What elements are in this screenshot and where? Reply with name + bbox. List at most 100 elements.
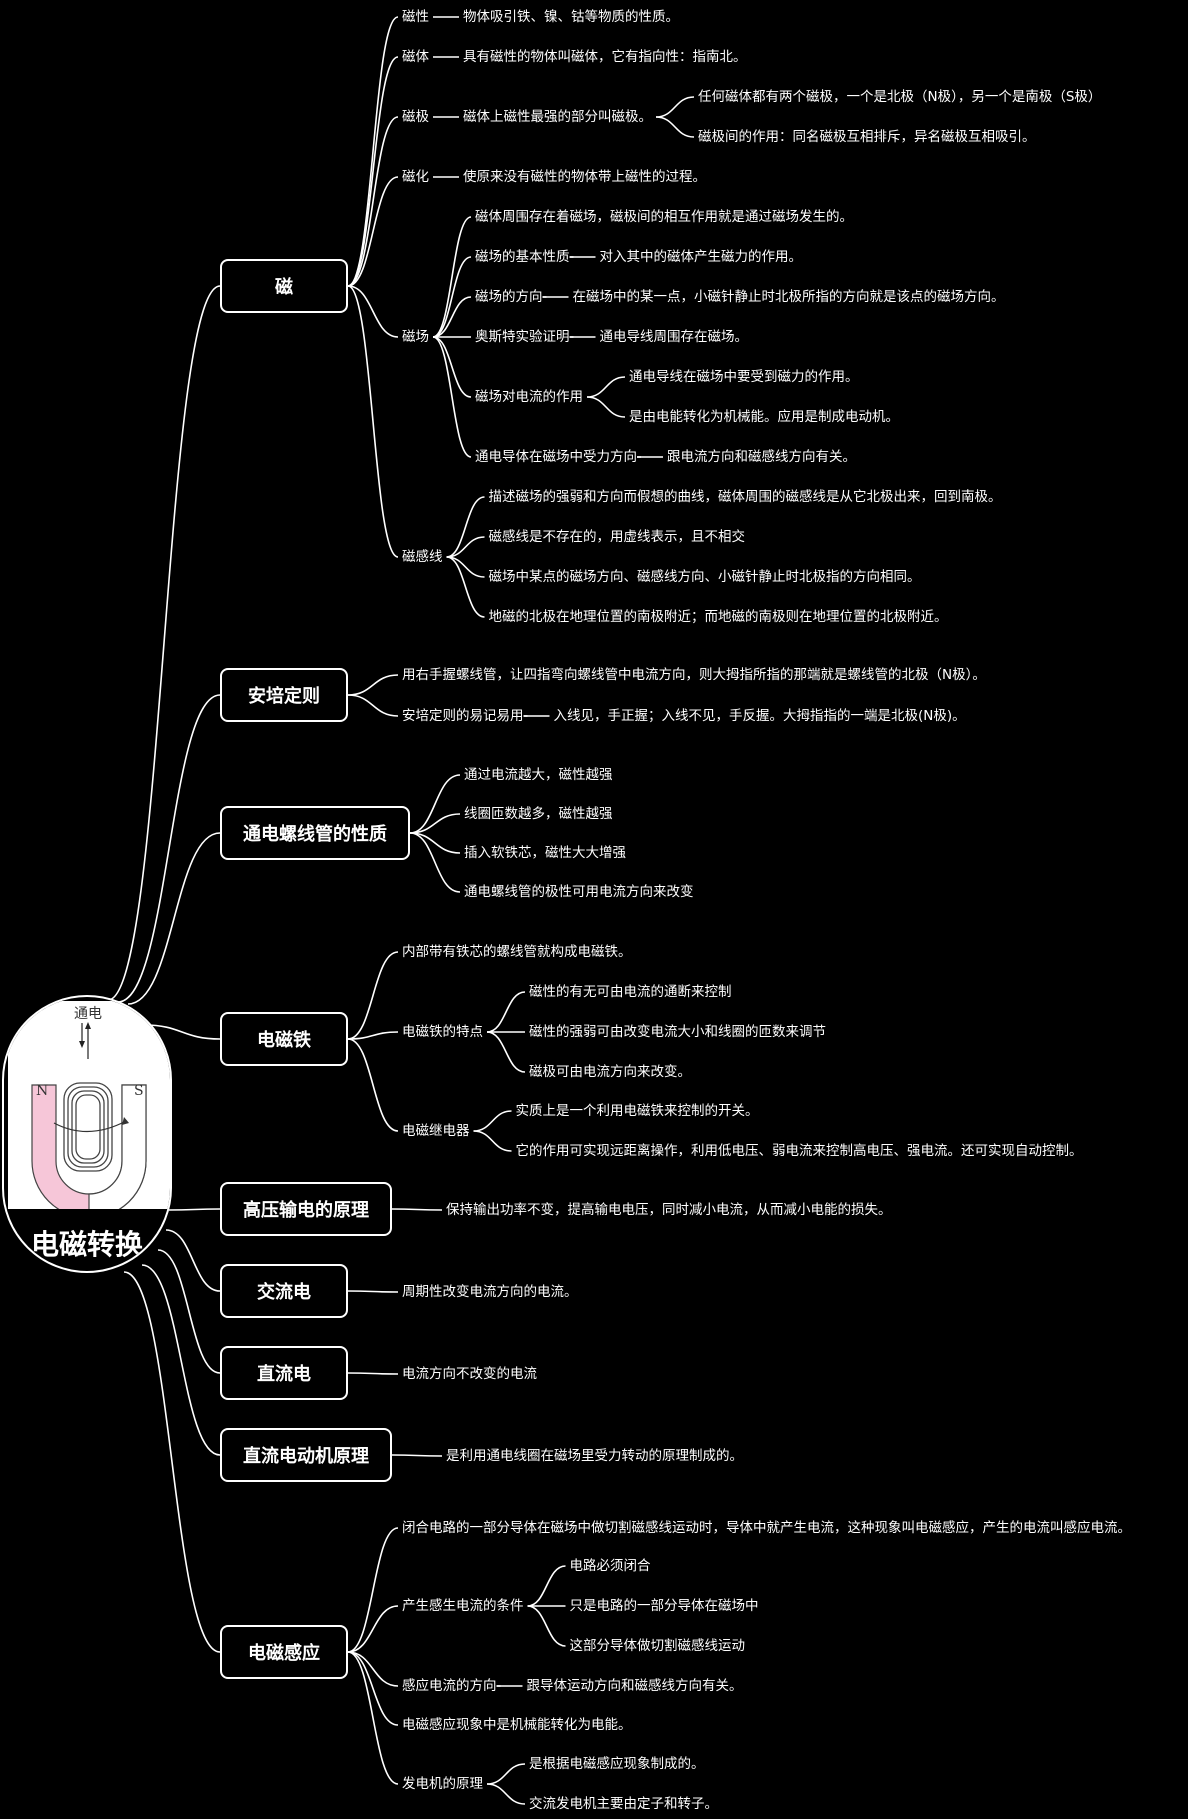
topic-node[interactable]: 交流电 [220, 1264, 348, 1318]
node-label[interactable]: 安培定则的易记易用 [402, 708, 524, 724]
node-label[interactable]: 磁极 [402, 109, 429, 125]
topic-node[interactable]: 直流电动机原理 [220, 1428, 392, 1482]
connector-line [473, 1130, 512, 1152]
connector-line [432, 336, 472, 398]
electromagnet-picture: 通电 N S [8, 1001, 170, 1219]
node-label[interactable]: 磁性 [402, 9, 429, 25]
topic-node[interactable]: 电磁铁 [220, 1012, 348, 1066]
node-label[interactable]: 跟导体运动方向和磁感线方向有关。 [526, 1678, 743, 1694]
connector-line [473, 1110, 512, 1132]
node-label[interactable]: 电流方向不改变的电流 [402, 1366, 537, 1382]
node-label[interactable]: 电磁感应现象中是机械能转化为电能。 [402, 1717, 632, 1733]
node-label[interactable]: 磁感线 [402, 549, 443, 565]
node-label[interactable]: 闭合电路的一部分导体在磁场中做切割磁感线运动时，导体中就产生电流，这种现象叫电磁… [402, 1520, 1131, 1536]
node-label[interactable]: 周期性改变电流方向的电流。 [402, 1284, 578, 1300]
node-label[interactable]: 实质上是一个利用电磁铁来控制的开关。 [515, 1103, 759, 1119]
node-label[interactable]: 描述磁场的强弱和方向而假想的曲线，磁体周围的磁感线是从它北极出来，回到南极。 [488, 489, 1002, 505]
connector-line [446, 536, 485, 558]
electromagnet-illustration: 通电 N S [31, 1006, 147, 1219]
node-label[interactable]: 是由电能转化为机械能。应用是制成电动机。 [628, 409, 899, 425]
node-label[interactable]: 插入软铁芯，磁性大大增强 [464, 845, 626, 861]
topic-connector [165, 1229, 221, 1292]
node-label[interactable]: 磁场 [402, 329, 429, 345]
node-label[interactable]: 任何磁体都有两个磁极，一个是北极（N极），另一个是南极（S极） [697, 89, 1102, 105]
topic-node[interactable]: 通电螺线管的性质 [220, 806, 410, 860]
topic-node[interactable]: 电磁感应 [220, 1625, 348, 1679]
node-label[interactable]: 通电导体在磁场中受力方向 [474, 449, 637, 465]
node-label[interactable]: 磁体 [402, 49, 429, 65]
connector-line [486, 1031, 526, 1073]
connector-line [347, 285, 399, 558]
node-label[interactable]: 内部带有铁芯的螺线管就构成电磁铁。 [402, 944, 632, 960]
node-label[interactable]: 磁体周围存在着磁场，磁极间的相互作用就是通过磁场发生的。 [474, 209, 853, 225]
topic-connector [157, 1249, 221, 1374]
connector-line [347, 1651, 399, 1687]
node-label[interactable]: 保持输出功率不变，提高输电电压，同时减小电流，从而减小电能的损失。 [446, 1202, 892, 1218]
node-label[interactable]: 通过电流越大，磁性越强 [464, 767, 613, 783]
node-label[interactable]: 通电导线周围存在磁场。 [599, 329, 748, 345]
connector-line [486, 1783, 526, 1805]
connector-line [347, 285, 399, 338]
node-label[interactable]: 只是电路的一部分导体在磁场中 [569, 1598, 759, 1614]
node-label[interactable]: 具有磁性的物体叫磁体，它有指向性：指南北。 [462, 49, 747, 65]
node-label[interactable]: 电磁继电器 [402, 1123, 470, 1139]
node-label[interactable]: 对入其中的磁体产生磁力的作用。 [599, 249, 802, 265]
connector-line [486, 991, 526, 1033]
node-label[interactable]: 磁化 [402, 169, 429, 185]
node-label[interactable]: 跟电流方向和磁感线方向有关。 [666, 449, 856, 465]
node-label[interactable]: 它的作用可实现远距离操作，利用低电压、弱电流来控制高电压、强电流。还可实现自动控… [515, 1143, 1083, 1159]
node-label[interactable]: 用右手握螺线管，让四指弯向螺线管中电流方向，则大拇指所指的那端就是螺线管的北极（… [402, 667, 986, 683]
node-label[interactable]: 通电导线在磁场中要受到磁力的作用。 [628, 369, 859, 385]
node-label[interactable]: 磁场对电流的作用 [474, 389, 583, 405]
node-label[interactable]: 产生感生电流的条件 [402, 1598, 524, 1614]
node-label[interactable]: 磁场中某点的磁场方向、磁感线方向、小磁针静止时北极指的方向相同。 [488, 569, 921, 585]
node-label[interactable]: 磁极间的作用：同名磁极互相排斥，异名磁极互相吸引。 [697, 129, 1036, 145]
topic-node[interactable]: 安培定则 [220, 668, 348, 722]
connector-line [347, 951, 399, 1040]
node-label[interactable]: 磁场的方向 [474, 289, 543, 305]
connector-line [432, 256, 472, 338]
connector-line [347, 1651, 399, 1785]
connector-line [347, 1651, 399, 1726]
node-label[interactable]: 使原来没有磁性的物体带上磁性的过程。 [462, 169, 706, 185]
node-label[interactable]: 磁性的强弱可由改变电流大小和线圈的匝数来调节 [528, 1024, 826, 1040]
node-label[interactable]: 在磁场中的某一点，小磁针静止时北极所指的方向就是该点的磁场方向。 [572, 289, 1005, 305]
node-label[interactable]: 地磁的北极在地理位置的南极附近；而地磁的南极则在地理位置的北极附近。 [488, 609, 948, 625]
topic-node[interactable]: 直流电 [220, 1346, 348, 1400]
node-label[interactable]: 入线见，手正握；入线不见，手反握。大拇指指的一端是北极(N极)。 [553, 708, 966, 724]
node-label[interactable]: 电磁铁的特点 [402, 1024, 483, 1040]
connector-line [432, 216, 472, 338]
connector-line [409, 774, 461, 834]
connector-line [655, 116, 695, 138]
node-label[interactable]: 磁极可由电流方向来改变。 [528, 1064, 691, 1080]
node-label[interactable]: 这部分导体做切割磁感线运动 [569, 1638, 745, 1654]
topic-connector [123, 1271, 221, 1653]
root-node[interactable]: 通电 N S 电磁转换 [2, 995, 172, 1273]
node-label[interactable]: 奥斯特实验证明 [474, 329, 570, 345]
node-label[interactable]: 交流发电机主要由定子和转子。 [528, 1796, 718, 1812]
node-label[interactable]: 磁体上磁性最强的部分叫磁极。 [462, 109, 652, 125]
node-label[interactable]: 磁感线是不存在的，用虚线表示，且不相交 [488, 529, 745, 545]
node-label[interactable]: 物体吸引铁、镍、钴等物质的性质。 [462, 9, 679, 25]
connector-line [347, 16, 399, 287]
node-label[interactable]: 是利用通电线圈在磁场里受力转动的原理制成的。 [446, 1448, 743, 1464]
node-label[interactable]: 磁场的基本性质 [474, 249, 570, 265]
node-label[interactable]: 线圈匝数越多，磁性越强 [464, 806, 613, 822]
connector-line [347, 1527, 399, 1653]
topic-node[interactable]: 高压输电的原理 [220, 1182, 392, 1236]
connector-line [391, 1454, 443, 1457]
node-label[interactable]: 发电机的原理 [402, 1776, 483, 1792]
connector-line [347, 116, 399, 287]
topic-node[interactable]: 磁 [220, 259, 348, 313]
node-label[interactable]: 是根据电磁感应现象制成的。 [528, 1756, 705, 1772]
node-label[interactable]: 电路必须闭合 [569, 1558, 651, 1574]
node-label[interactable]: 磁性的有无可由电流的通断来控制 [528, 984, 732, 1000]
connector-line [655, 96, 695, 118]
node-label[interactable]: 通电螺线管的极性可用电流方向来改变 [464, 884, 694, 900]
connector-line [486, 1763, 526, 1785]
connector-line [347, 56, 399, 287]
node-label[interactable]: 感应电流的方向 [402, 1678, 497, 1694]
connector-line [347, 674, 399, 696]
